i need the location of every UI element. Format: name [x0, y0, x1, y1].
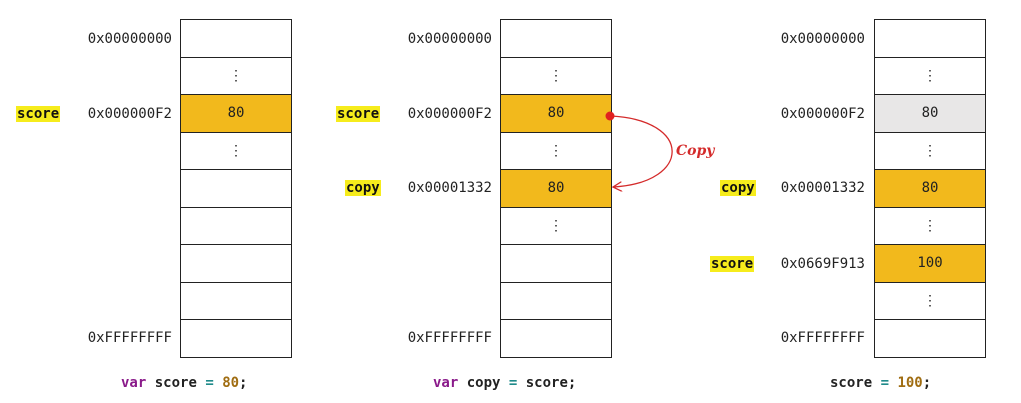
memory-cell-ellipsis: ⋮: [501, 131, 611, 170]
memory-cell-score: 80: [501, 94, 611, 132]
variable-label-copy: copy: [720, 180, 756, 196]
memory-panel-1: 0x00000000 score 0x000000F2 0xFFFFFFFF ⋮…: [0, 0, 300, 403]
copy-arrow-origin-dot: [605, 111, 615, 121]
address-bottom: 0xFFFFFFFF: [407, 330, 492, 346]
address-top: 0x00000000: [87, 31, 172, 47]
memory-cell-copy: 80: [501, 169, 611, 207]
memory-cell-ellipsis: ⋮: [875, 206, 985, 245]
memory-cell-ellipsis: ⋮: [181, 131, 291, 170]
memory-cell: [875, 19, 985, 57]
memory-cell: [501, 19, 611, 57]
address-score-old: 0x000000F2: [780, 106, 865, 122]
memory-cell: [875, 319, 985, 357]
memory-stack: ⋮ 80 ⋮: [180, 19, 292, 358]
address-copy: 0x00001332: [407, 180, 492, 196]
memory-cell-ellipsis: ⋮: [875, 56, 985, 95]
memory-cell-stale: 80: [875, 94, 985, 132]
address-top: 0x00000000: [407, 31, 492, 47]
memory-stack: ⋮ 80 ⋮ 80 ⋮ 100 ⋮: [874, 19, 986, 358]
copy-arrow-label: Copy: [676, 143, 715, 159]
memory-panel-3: 0x00000000 0x000000F2 copy 0x00001332 sc…: [700, 0, 1000, 403]
code-statement: score = 100;: [830, 375, 932, 391]
variable-label-score: score: [336, 106, 381, 122]
copy-arrow-curve: [610, 115, 673, 187]
code-statement: var copy = score;: [433, 375, 577, 391]
memory-cell-copy: 80: [875, 169, 985, 207]
memory-cell: [501, 244, 611, 282]
memory-cell-ellipsis: ⋮: [501, 206, 611, 245]
memory-cell-score: 100: [875, 244, 985, 282]
memory-cell-ellipsis: ⋮: [501, 56, 611, 95]
memory-cell: [181, 19, 291, 57]
address-bottom: 0xFFFFFFFF: [87, 330, 172, 346]
variable-label-copy: copy: [345, 180, 381, 196]
memory-panel-2: 0x00000000 score 0x000000F2 copy 0x00001…: [320, 0, 620, 403]
address-score: 0x000000F2: [87, 106, 172, 122]
address-top: 0x00000000: [780, 31, 865, 47]
variable-label-score: score: [16, 106, 61, 122]
address-bottom: 0xFFFFFFFF: [780, 330, 865, 346]
address-score: 0x0669F913: [780, 256, 865, 272]
address-score: 0x000000F2: [407, 106, 492, 122]
memory-stack: ⋮ 80 ⋮ 80 ⋮: [500, 19, 612, 358]
memory-cell: [501, 319, 611, 357]
memory-cell: [181, 319, 291, 357]
memory-cell-score: 80: [181, 94, 291, 132]
memory-cell: [181, 244, 291, 282]
memory-cell-ellipsis: ⋮: [181, 56, 291, 95]
code-statement: var score = 80;: [121, 375, 248, 391]
address-copy: 0x00001332: [780, 180, 865, 196]
memory-cell: [501, 281, 611, 320]
memory-cell: [181, 281, 291, 320]
memory-cell: [181, 206, 291, 245]
memory-cell-ellipsis: ⋮: [875, 281, 985, 320]
variable-label-score: score: [710, 256, 755, 272]
memory-cell: [181, 169, 291, 207]
memory-cell-ellipsis: ⋮: [875, 131, 985, 170]
